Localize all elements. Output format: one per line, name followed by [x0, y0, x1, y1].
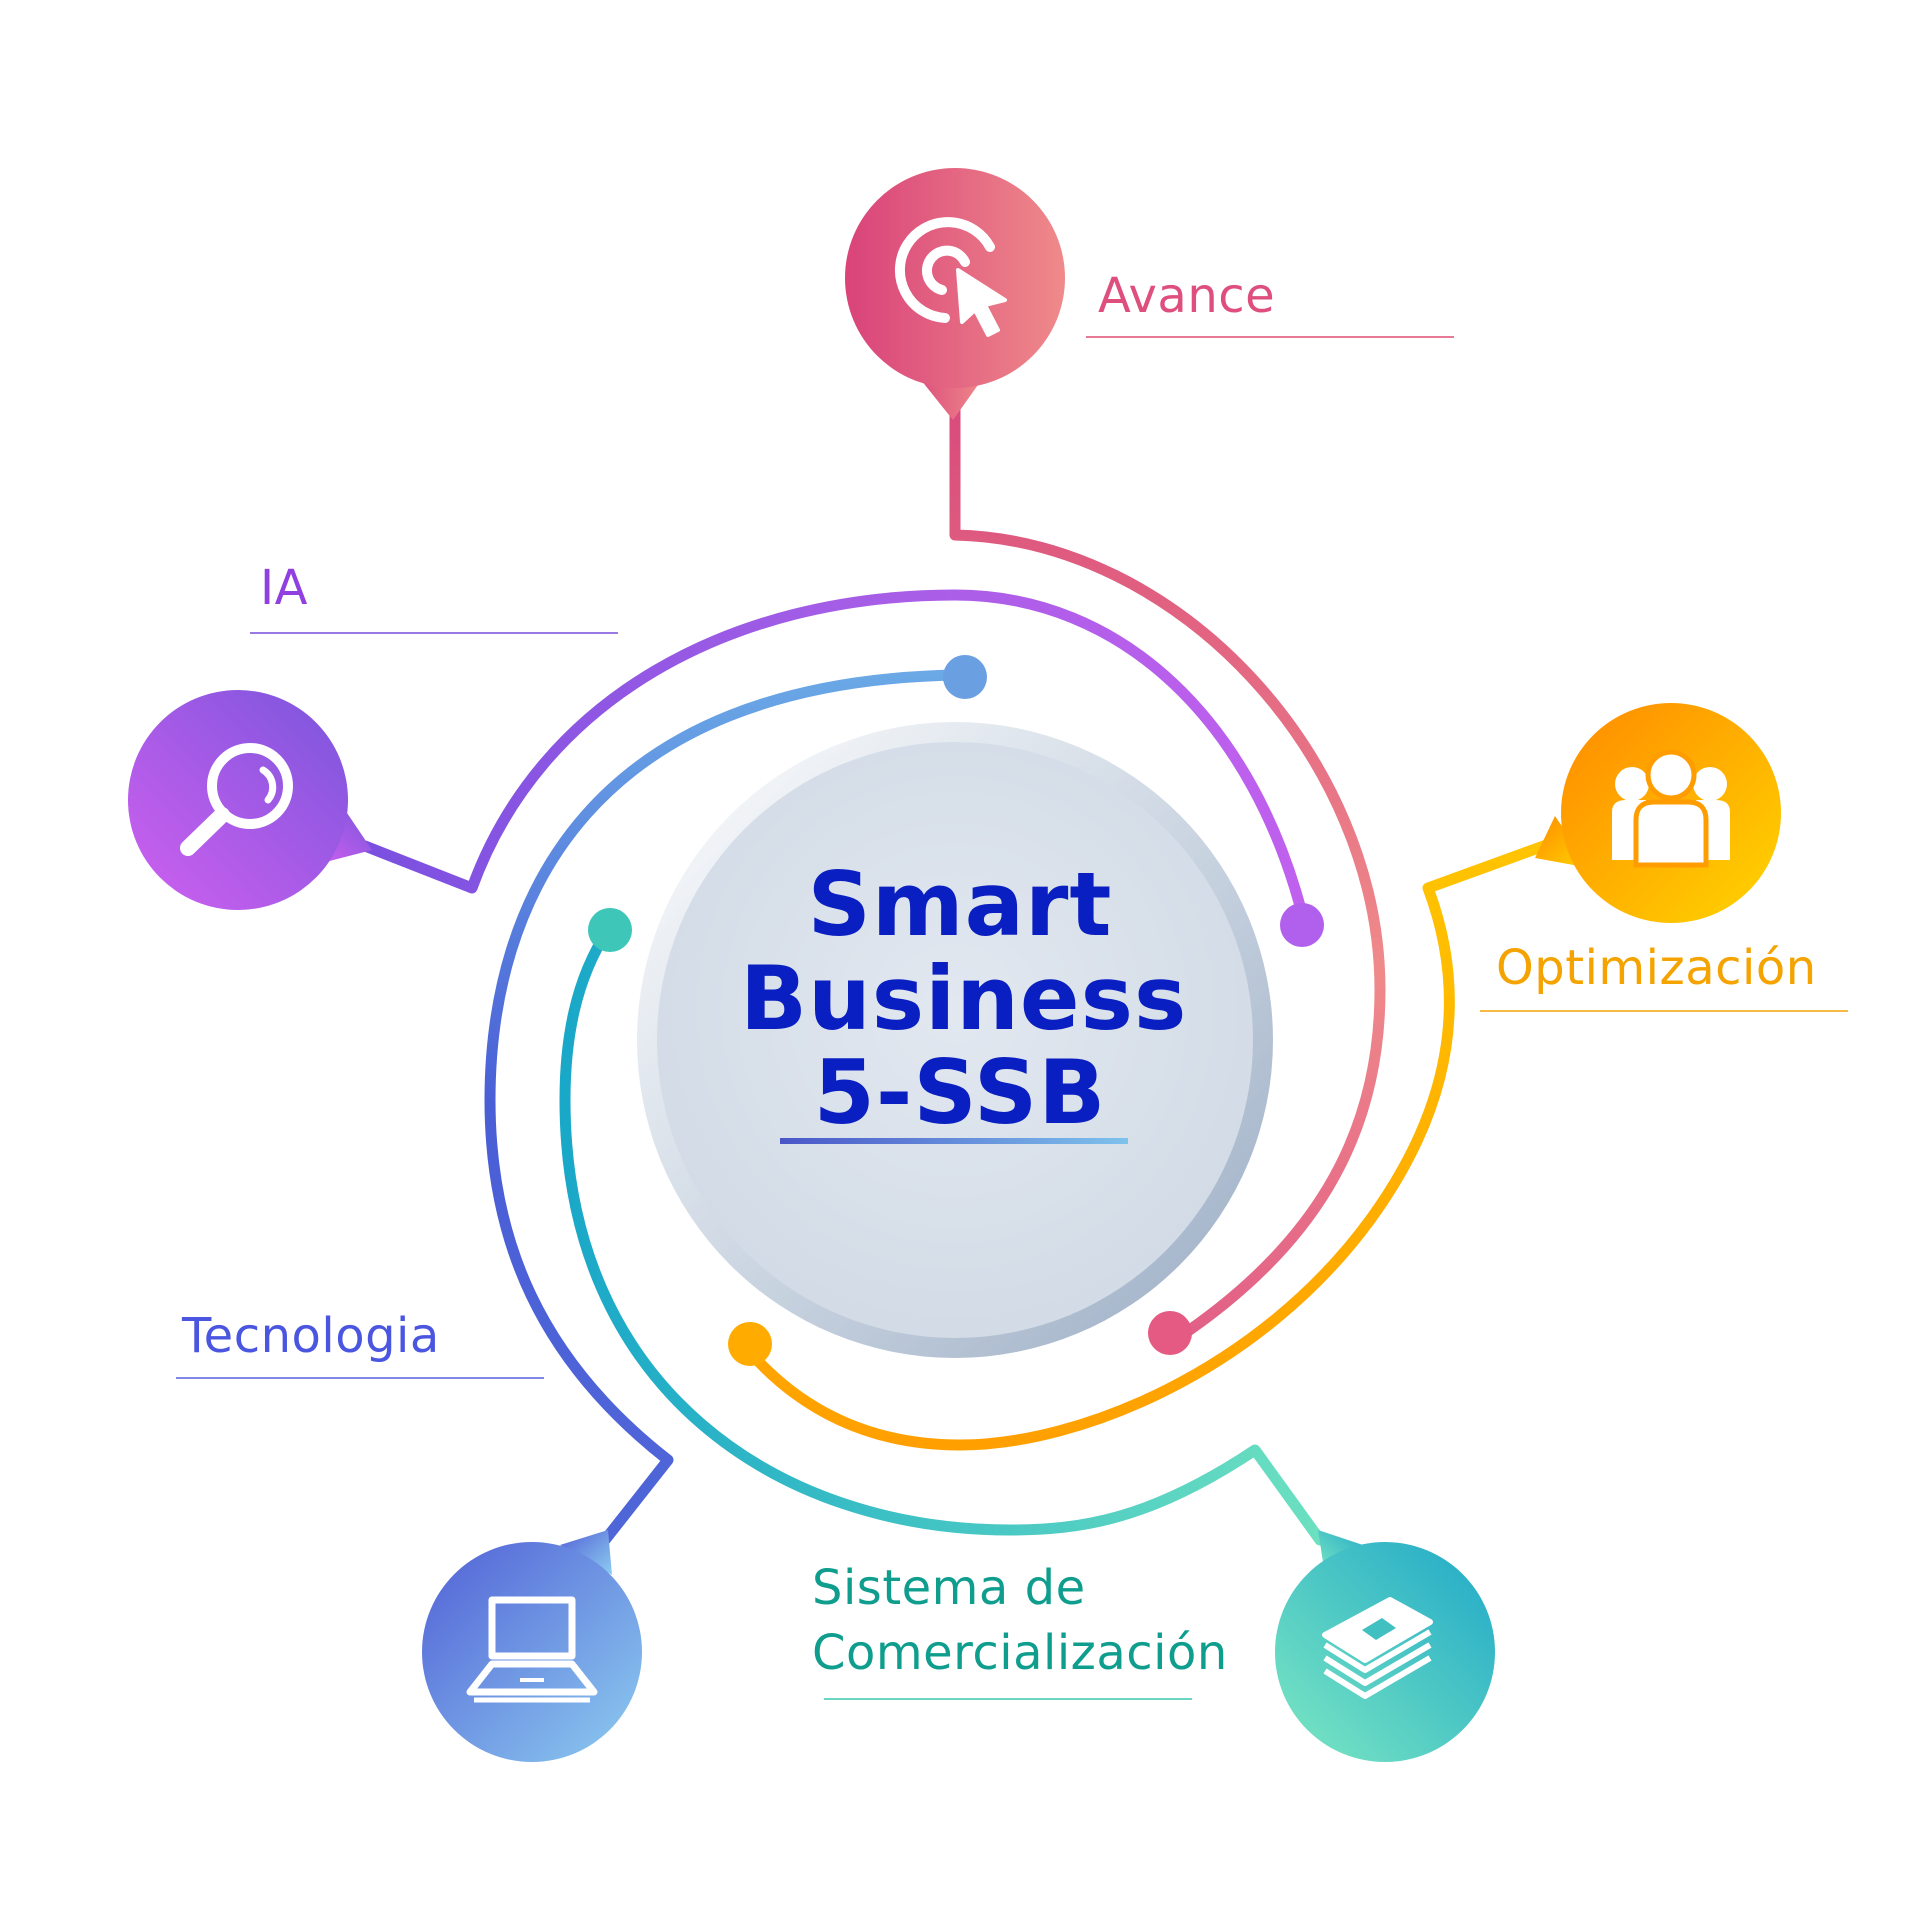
connector-tecnologia [484, 669, 966, 1546]
magnifier-icon [180, 743, 293, 856]
label-optimizacion: Optimización [1496, 940, 1817, 996]
center-underline [780, 1138, 1128, 1144]
label-tecnologia-underline [176, 1377, 544, 1379]
laptop-icon [466, 1596, 598, 1703]
connector-dot-purple [1280, 903, 1324, 947]
connector-sistema [559, 924, 1326, 1546]
connector-dot-orange [728, 1322, 772, 1366]
connector-dot-teal [588, 908, 632, 952]
label-sistema-line2: Comercialización [812, 1625, 1228, 1681]
node-tecnologia [422, 1530, 642, 1762]
label-avance: Avance [1098, 268, 1276, 324]
center-title-line2: Business [740, 947, 1188, 1050]
node-ia [128, 690, 372, 910]
connector-dot-blue [943, 655, 987, 699]
label-tecnologia: Tecnologia [182, 1308, 440, 1364]
label-sistema-line1: Sistema de [812, 1560, 1086, 1616]
label-ia-underline [250, 632, 618, 634]
label-optimizacion-underline [1480, 1010, 1848, 1012]
connector-dot-pink [1148, 1311, 1192, 1355]
label-sistema-underline [824, 1698, 1192, 1700]
center-disc [637, 722, 1273, 1358]
connector-ia [359, 589, 1311, 931]
center-title-line3: 5-SSB [813, 1041, 1107, 1144]
label-ia: IA [260, 560, 308, 616]
node-sistema [1275, 1530, 1495, 1762]
node-optimizacion [1535, 703, 1781, 923]
node-avance [845, 168, 1065, 420]
connector-avance [949, 404, 1386, 1346]
connector-optimizacion [742, 834, 1566, 1451]
target-cursor-icon [894, 217, 1007, 337]
people-group-icon [1612, 749, 1730, 868]
books-stack-icon [1322, 1597, 1433, 1699]
label-avance-underline [1086, 336, 1454, 338]
center-title-line1: Smart [807, 853, 1113, 956]
